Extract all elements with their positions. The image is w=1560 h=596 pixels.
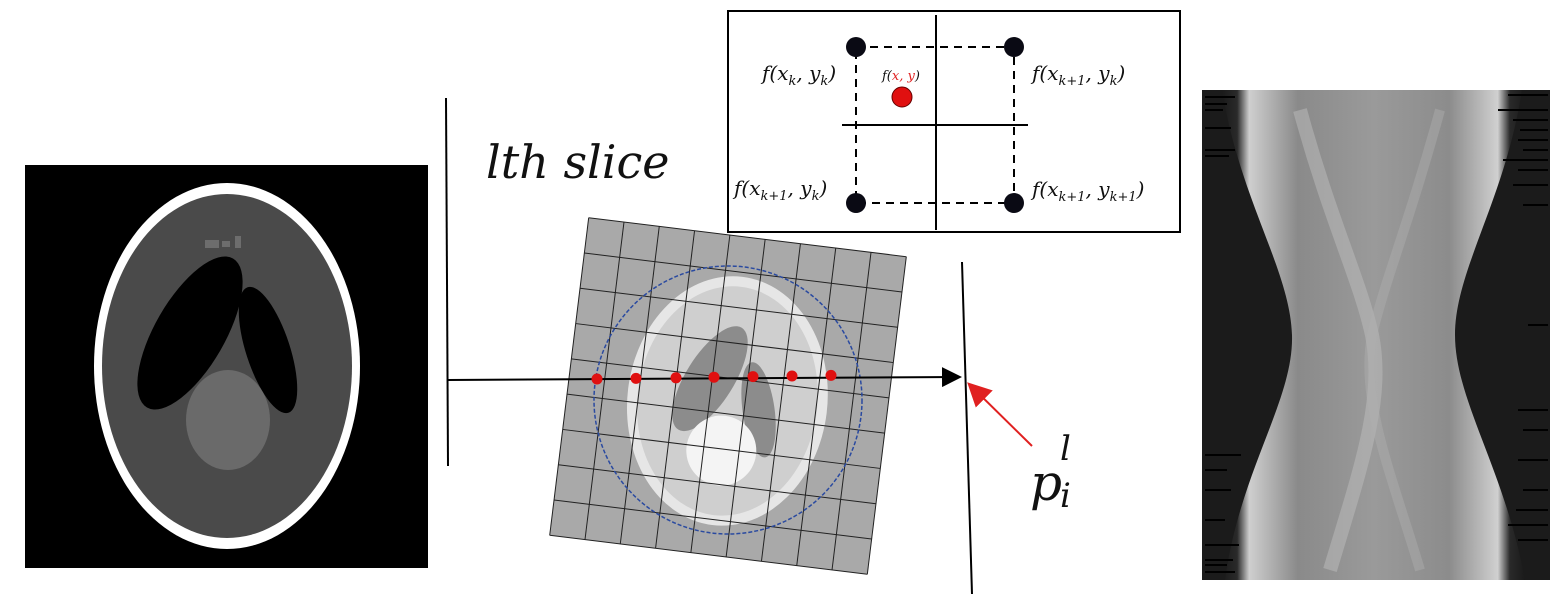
sample-point [786, 370, 798, 382]
grid-line [725, 239, 766, 558]
label-center: f(x, y) [881, 69, 920, 84]
grid-line [549, 217, 590, 536]
grid-line [760, 243, 801, 562]
label-tl: f(xk, yk) [760, 61, 836, 89]
grid-line [796, 247, 837, 566]
grid-line [588, 217, 907, 258]
interpolation-inset: f(xk, yk) f(xk+1, yk) f(xk+1, yk) f(xk+1… [727, 10, 1181, 233]
sample-points [591, 369, 837, 385]
grid-line [558, 464, 877, 505]
ray-arrow [447, 367, 962, 388]
label-br: f(xk+1, yk+1) [1030, 177, 1144, 205]
grid-line [690, 234, 731, 553]
projection-label-sub: i [1060, 476, 1071, 516]
slice-label: lth slice [486, 135, 669, 189]
grid-line [575, 323, 894, 364]
grid-line [579, 287, 898, 328]
projection-label-sup: l [1060, 429, 1071, 469]
sample-point [825, 369, 837, 381]
sinogram-image [1202, 90, 1550, 580]
field-of-view-circle [593, 265, 863, 535]
sample-point [747, 371, 759, 383]
grid-line [553, 499, 872, 540]
sample-point [708, 371, 720, 383]
grid-line [584, 221, 625, 540]
grid-line [584, 252, 903, 293]
node-tl [846, 37, 866, 57]
projection-label: p l i [1030, 429, 1071, 516]
grid-line [655, 230, 696, 549]
grid-line [566, 393, 885, 434]
sample-point [630, 372, 642, 384]
projection-pointer-arrow [967, 382, 1033, 447]
node-br [1004, 193, 1024, 213]
grid-line [619, 226, 660, 545]
node-tr [1004, 37, 1024, 57]
grid-line [831, 252, 872, 571]
grid-line [562, 428, 881, 469]
source-line [445, 97, 449, 467]
projection-label-base: p [1030, 454, 1062, 512]
grid-line [549, 534, 868, 575]
label-tr: f(xk+1, yk) [1030, 61, 1125, 89]
node-center [891, 86, 913, 108]
sample-point [591, 373, 603, 385]
node-bl [846, 193, 866, 213]
rotated-phantom-grid [549, 217, 907, 575]
sample-point [670, 372, 682, 384]
detector-line [961, 261, 973, 595]
grid-line [866, 256, 907, 575]
label-bl: f(xk+1, yk) [732, 176, 827, 204]
phantom-image [25, 165, 428, 568]
